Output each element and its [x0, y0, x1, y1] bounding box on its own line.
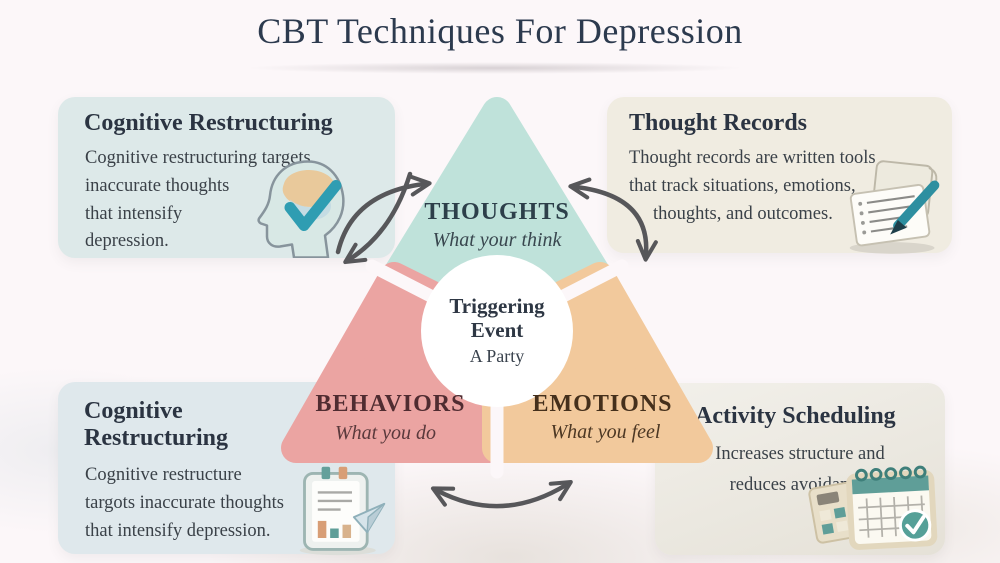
card-body-line: that intensify depression. [85, 520, 271, 541]
calendar-check-icon [808, 465, 938, 550]
arrow-triangle-to-left-card [343, 171, 413, 265]
card-heading: Activity Scheduling [695, 403, 896, 429]
card-body-line: that track situations, emotions, [629, 175, 856, 196]
page-title: CBT Techniques For Depression [257, 11, 743, 51]
card-cognitive-restructuring-top: Cognitive Restructuring Cognitive restru… [58, 97, 395, 258]
card-body-line: that intensify [85, 203, 183, 224]
card-activity-scheduling: Activity Scheduling Increases structure … [655, 383, 945, 555]
triggering-event-title: Triggering Event [449, 294, 545, 343]
card-body: Thought records are written tools that t… [629, 145, 876, 228]
arrow-left-to-triangle [335, 174, 432, 255]
card-body: Cognitive restructure targots inaccurate… [85, 462, 284, 545]
card-body-line: Thought records are written tools [629, 148, 876, 168]
arrow-bottom-double [430, 480, 573, 509]
card-body-line: targots inaccurate thoughts [85, 492, 284, 513]
behaviors-label: BEHAVIORS [315, 391, 466, 417]
title-underline-shadow [245, 62, 745, 74]
thoughts-subtitle: What your think [432, 229, 562, 251]
card-body-line: inaccurate thoughts [85, 175, 230, 196]
card-thought-records: Thought Records Thought records are writ… [607, 97, 952, 254]
emotions-label: EMOTIONS [532, 391, 673, 417]
card-body-line: Cognitive restructuring targets [85, 148, 311, 168]
behaviors-subtitle: What you do [334, 422, 437, 444]
emotions-subtitle: What you feel [550, 421, 661, 443]
card-body-line: depression. [85, 231, 169, 252]
triggering-event-circle [421, 255, 573, 407]
card-body-line: Cognitive restructure [85, 465, 242, 485]
notepad-pen-icon [849, 160, 940, 254]
clipboard-chart-icon [299, 466, 386, 556]
triggering-event-subtitle: A Party [469, 346, 525, 366]
card-heading: Cognitive Restructuring [84, 110, 333, 136]
thoughts-label: THOUGHTS [424, 199, 570, 225]
card-cognitive-restructuring-bottom: Cognitive Restructuring Cognitive restru… [58, 382, 395, 556]
card-body: Cognitive restructuring targets inaccura… [85, 145, 311, 256]
arrow-right-double [568, 177, 658, 262]
card-body-line: Increases structure and [715, 444, 885, 464]
card-heading: Thought Records [629, 110, 808, 136]
card-body-line: thoughts, and outcomes. [653, 203, 833, 224]
head-brain-check-icon [257, 160, 345, 258]
card-heading: Cognitive Restructuring [84, 398, 228, 451]
